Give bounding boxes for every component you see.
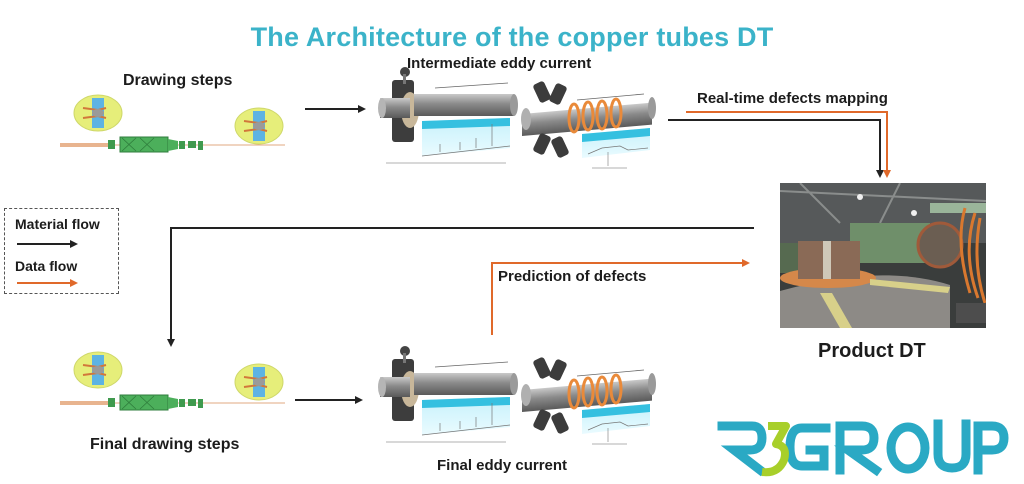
- eddy-current-coil-illustration: [519, 78, 658, 171]
- final-drawing-steps-label: Final drawing steps: [90, 436, 240, 453]
- product-dt-label: Product DT: [818, 340, 926, 362]
- final-die-detail-right-icon: [234, 363, 284, 401]
- diagram-title: The Architecture of the copper tubes DT: [250, 22, 774, 52]
- legend-box: Material flow Data flow: [4, 208, 119, 294]
- final-die-detail-left-icon: [73, 351, 123, 389]
- data-flow-arrow-real-time-mapping: [686, 111, 891, 178]
- die-detail-left-icon: [73, 94, 123, 132]
- final-eddy-current-probe-illustration: [377, 345, 519, 444]
- intermediate-eddy-current-label: Intermediate eddy current: [407, 55, 592, 72]
- legend-material-flow-label: Material flow: [15, 216, 100, 232]
- product-dt-photo: [780, 183, 986, 328]
- legend-data-flow-label: Data flow: [15, 258, 78, 274]
- real-time-defects-mapping-label: Real-time defects mapping: [697, 90, 888, 107]
- die-detail-right-icon: [234, 107, 284, 145]
- final-eddy-current-coil-illustration: [519, 354, 658, 447]
- eddy-current-probe-illustration: [377, 66, 519, 165]
- material-flow-arrow-to-product: [668, 119, 884, 178]
- material-flow-arrow-return: [167, 227, 754, 347]
- final-eddy-current-label: Final eddy current: [437, 457, 568, 474]
- data-flow-arrow-prediction: [491, 259, 750, 335]
- prediction-of-defects-label: Prediction of defects: [498, 268, 647, 285]
- drawing-steps-label: Drawing steps: [123, 72, 233, 89]
- r3group-logo: [716, 418, 1009, 477]
